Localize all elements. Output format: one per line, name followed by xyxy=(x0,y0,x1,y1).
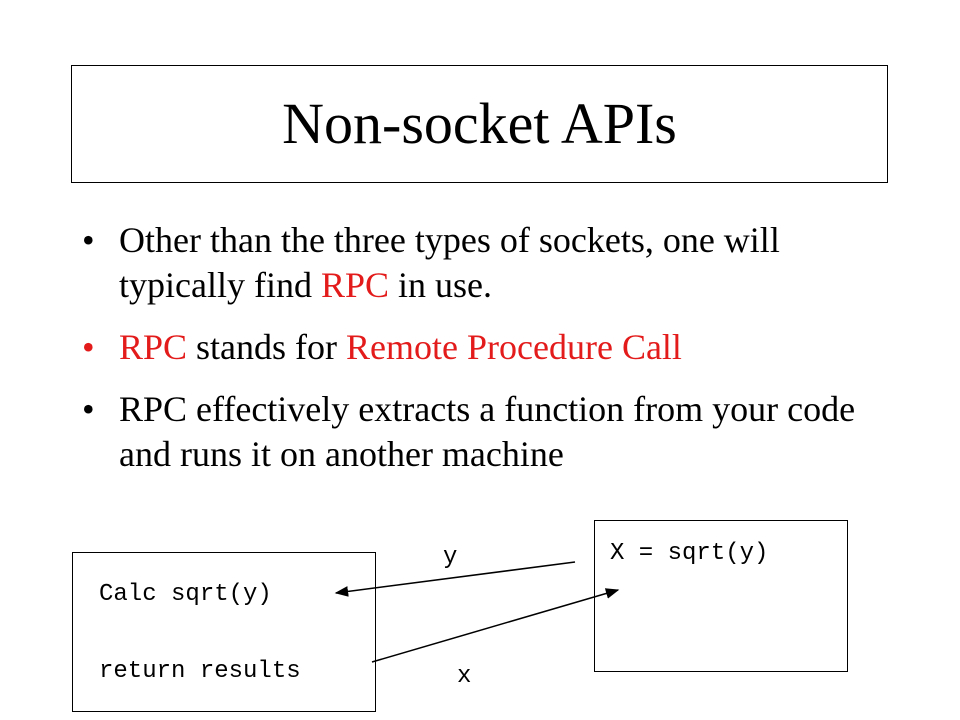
bullet-segment-highlight: RPC xyxy=(320,265,390,305)
arrow-label-y: y xyxy=(443,544,458,571)
bullet-item: • RPC effectively extracts a function fr… xyxy=(82,387,882,477)
client-box xyxy=(72,552,376,712)
arrow-label-x: x xyxy=(457,663,472,690)
bullet-segment: Other than the three types of sockets, o… xyxy=(119,220,780,305)
bullet-text: RPC stands for Remote Procedure Call xyxy=(119,327,682,367)
slide-title: Non-socket APIs xyxy=(282,91,677,156)
bullet-marker: • xyxy=(82,389,95,429)
bullet-marker: • xyxy=(82,220,95,260)
title-box: Non-socket APIs xyxy=(71,65,888,183)
bullet-text: RPC effectively extracts a function from… xyxy=(119,389,856,474)
client-return-text: return results xyxy=(99,658,301,685)
bullet-marker: • xyxy=(82,327,95,367)
bullet-item: • Other than the three types of sockets,… xyxy=(82,218,882,308)
bullet-segment: stands for xyxy=(187,327,347,367)
bullet-text: Other than the three types of sockets, o… xyxy=(119,220,780,305)
bullet-item: • RPC stands for Remote Procedure Call xyxy=(82,325,882,370)
bullet-segment-highlight: RPC xyxy=(119,327,188,367)
server-function-text: X = sqrt(y) xyxy=(610,540,769,567)
bullet-segment-highlight: Remote Procedure Call xyxy=(346,327,682,367)
bullet-list: • Other than the three types of sockets,… xyxy=(82,218,882,494)
bullet-segment: in use. xyxy=(389,265,493,305)
client-call-text: Calc sqrt(y) xyxy=(99,581,272,608)
arrow-response xyxy=(371,588,620,663)
